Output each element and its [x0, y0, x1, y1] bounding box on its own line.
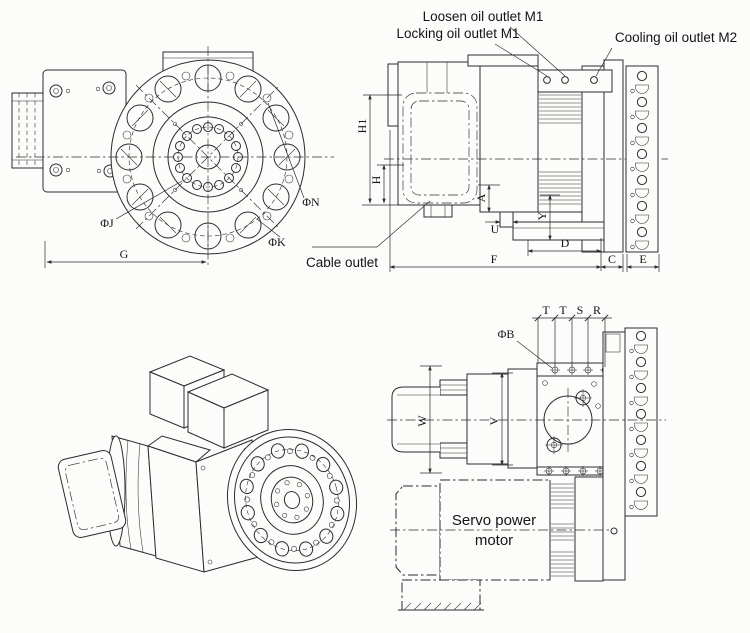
inner-bolt-holes	[173, 122, 243, 192]
iso-rotary-faceplate	[226, 429, 358, 571]
dim-phi-j-label: ΦJ	[100, 216, 114, 230]
dim-phi-k-label: ΦK	[268, 235, 286, 249]
dim-a-label: A	[474, 193, 488, 202]
side-view-body	[384, 54, 668, 253]
outer-small-holes	[122, 71, 294, 243]
oil-port-plate	[537, 69, 613, 93]
dim-y-label: Y	[535, 211, 549, 220]
dim-f-label: F	[491, 252, 498, 266]
faceplate-edge-strip	[625, 65, 659, 253]
dim-u-label: U	[491, 222, 500, 236]
iso-terminal-box-front	[186, 373, 270, 449]
dim-v-label: V	[487, 416, 501, 425]
dim-t2-label: T	[559, 303, 567, 317]
locking-oil-outlet-label: Locking oil outlet M1	[396, 26, 519, 41]
side-view: Loosen oil outlet M1 Locking oil outlet …	[306, 9, 737, 272]
oil-outlet-callouts: Loosen oil outlet M1 Locking oil outlet …	[396, 9, 737, 77]
dim-c-label: C	[608, 252, 616, 266]
dim-r-label: R	[593, 303, 601, 317]
cooling-oil-port	[590, 76, 598, 84]
input-shaft-stub	[11, 92, 44, 169]
gear-housing-plate	[42, 69, 127, 193]
dim-t1-label: T	[542, 303, 550, 317]
cooling-oil-outlet-label: Cooling oil outlet M2	[615, 30, 737, 45]
servo-motor-label-line2: motor	[475, 532, 513, 549]
loosen-oil-outlet-label: Loosen oil outlet M1	[423, 9, 544, 24]
outer-bolt-holes	[115, 64, 301, 250]
rear-plate-and-strip	[387, 327, 666, 581]
iso-encoder-box	[57, 450, 127, 538]
isometric-view	[57, 355, 358, 573]
dim-g-label: G	[120, 247, 129, 261]
motor-foot	[401, 579, 481, 611]
side-view-dimensions: H1 H A U Y D F C E	[355, 94, 660, 272]
front-view: ΦJ ΦN ΦK G	[11, 46, 334, 268]
cable-outlet-boss	[423, 204, 453, 218]
servo-motor: Servo power motor	[390, 476, 612, 611]
rear-view-housing	[391, 368, 538, 469]
dim-s-label: S	[577, 303, 584, 317]
dim-e-label: E	[639, 252, 646, 266]
rear-view: Servo power motor T T S R ΦB W	[387, 303, 666, 611]
dim-h-label: H	[369, 175, 383, 184]
dim-phi-b-label: ΦB	[498, 327, 515, 341]
centerlines	[16, 46, 334, 266]
dim-d-label: D	[561, 236, 570, 250]
dim-w-label: W	[415, 415, 429, 427]
locking-oil-port	[543, 76, 551, 84]
output-shaft	[391, 386, 440, 453]
rear-view-dimensions: T T S R ΦB W V	[415, 303, 612, 474]
servo-motor-label-line1: Servo power	[452, 512, 536, 529]
cable-outlet-callout: Cable outlet	[306, 200, 431, 270]
rotary-faceplate	[16, 46, 334, 266]
front-view-dimensions: ΦJ ΦN ΦK G	[44, 102, 320, 268]
dim-h1-label: H1	[355, 119, 369, 134]
dim-phi-n-label: ΦN	[302, 195, 320, 209]
cable-outlet-label: Cable outlet	[306, 255, 378, 270]
loosen-oil-port	[561, 76, 569, 84]
